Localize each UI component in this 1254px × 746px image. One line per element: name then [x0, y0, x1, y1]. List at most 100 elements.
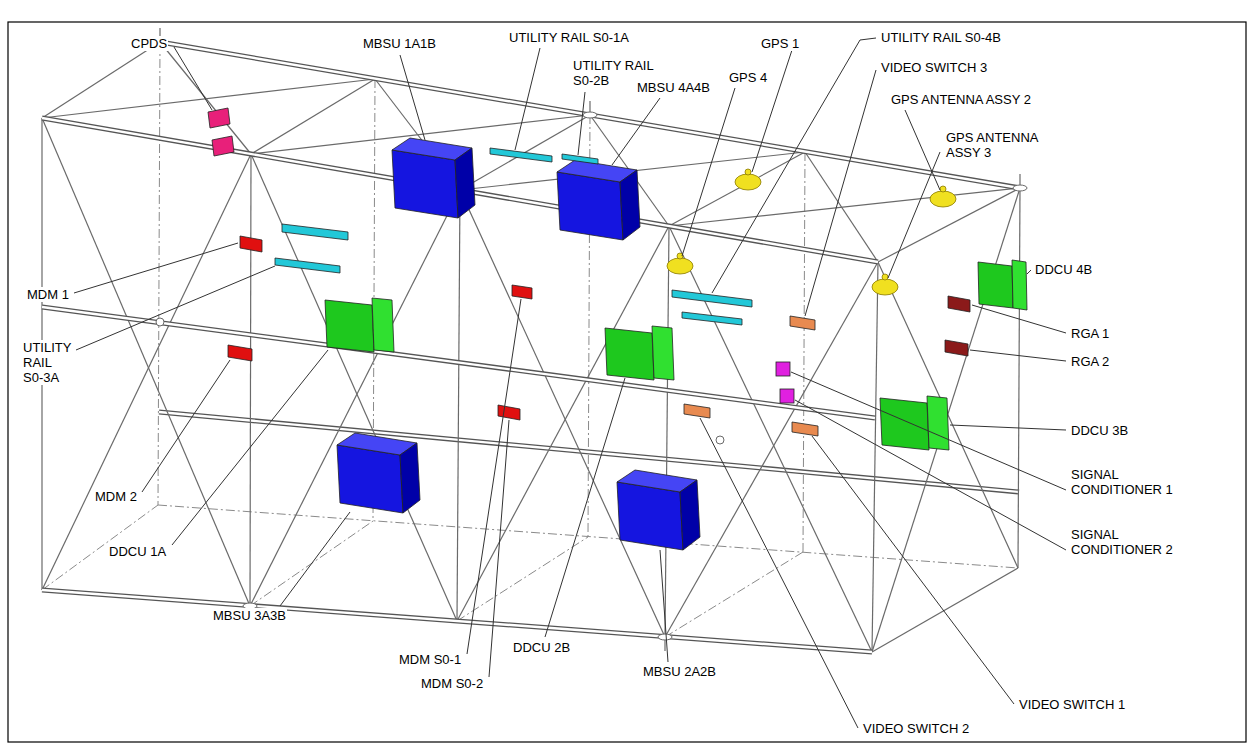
truss-member [158, 42, 160, 505]
mdm-box [512, 285, 532, 299]
leader-line [950, 425, 1066, 430]
truss-node [658, 634, 672, 640]
leader-line [400, 55, 425, 140]
gps-antenna [667, 258, 693, 274]
leader-lines [74, 38, 1066, 728]
truss-member [878, 262, 1018, 568]
truss-member [665, 262, 878, 637]
leader-line [280, 512, 350, 606]
leader-line [545, 378, 625, 637]
leader-line [660, 550, 668, 662]
mdm-box [498, 405, 520, 420]
part-label: MDM 2 [94, 489, 138, 504]
gps-antenna [940, 186, 946, 192]
truss-member [665, 226, 669, 637]
truss-hub [716, 436, 724, 444]
truss-longeron [160, 42, 1020, 188]
truss-structure [42, 28, 1027, 652]
part-label: SIGNAL CONDITIONER 2 [1070, 527, 1197, 557]
truss-member [457, 190, 460, 621]
truss-member [250, 190, 460, 606]
part-label: GPS 4 [728, 70, 768, 85]
leader-line [1027, 270, 1031, 274]
part-label: RGA 2 [1070, 354, 1110, 369]
gps-antenna [930, 191, 956, 207]
part-label: VIDEO SWITCH 1 [1018, 697, 1126, 712]
leader-line [791, 372, 1066, 490]
ddcu-box [927, 396, 949, 450]
part-label: DDCU 4B [1034, 262, 1093, 277]
leader-line [888, 152, 940, 278]
truss-member [460, 190, 665, 637]
leader-line [74, 243, 238, 293]
part-label: MDM 1 [26, 287, 70, 302]
truss-longeron [42, 307, 875, 418]
mbsu-box [680, 480, 700, 550]
leader-line [905, 110, 940, 190]
part-label: GPS ANTENNA ASSY 3 [945, 130, 1047, 160]
truss-member [665, 552, 803, 637]
utility-rail [562, 154, 598, 164]
truss-member [42, 118, 250, 606]
leader-line [174, 47, 212, 110]
gps-antenna [872, 279, 898, 295]
ddcu-box [605, 328, 654, 380]
ddcu-box [652, 326, 674, 380]
components [208, 108, 1027, 550]
part-label: RGA 1 [1070, 326, 1110, 341]
leader-line [612, 98, 660, 165]
truss-longeron [42, 307, 875, 418]
mdm-box [228, 345, 252, 361]
utility-rail [282, 224, 348, 240]
part-label: MBSU 2A2B [642, 664, 717, 679]
ddcu-box [978, 262, 1013, 308]
truss-member [805, 152, 878, 262]
signal-conditioner [780, 389, 794, 403]
truss-node [1013, 185, 1027, 191]
leader-line [970, 350, 1066, 361]
cpds-unit [212, 136, 234, 156]
leader-line [812, 436, 1014, 704]
leader-line [76, 266, 275, 350]
mbsu-box [620, 170, 640, 240]
truss-member [872, 188, 1020, 652]
truss-member [160, 42, 251, 154]
part-label: VIDEO SWITCH 2 [862, 721, 970, 736]
truss-member [42, 154, 251, 590]
gps-antenna [735, 174, 761, 190]
video-switch [792, 422, 818, 436]
leader-line [515, 48, 540, 150]
cpds-unit [208, 108, 230, 128]
truss-member [872, 262, 878, 652]
part-label: MBSU 4A4B [636, 80, 711, 95]
mbsu-box [337, 445, 403, 513]
leader-line [489, 420, 509, 677]
video-switch [790, 316, 815, 330]
truss-member [669, 152, 805, 226]
part-label: MDM S0-1 [398, 652, 462, 667]
leader-line [682, 88, 735, 256]
part-label: UTILITY RAIL S0-3A [22, 340, 72, 385]
ddcu-box [372, 298, 394, 352]
truss-member [250, 154, 251, 606]
truss-member [251, 79, 375, 154]
leader-line [752, 50, 792, 172]
truss-member [457, 537, 588, 621]
truss-longeron [42, 590, 872, 652]
rga-unit [945, 340, 968, 356]
ddcu-box [880, 398, 929, 450]
mbsu-box [617, 482, 683, 550]
part-label: DDCU 1A [108, 544, 167, 559]
part-label: VIDEO SWITCH 3 [880, 60, 988, 75]
utility-rail [682, 312, 742, 325]
part-label: MDM S0-2 [420, 676, 484, 691]
truss-longeron [42, 118, 878, 262]
leader-line [467, 299, 521, 654]
ddcu-box [325, 300, 374, 352]
mbsu-box [557, 172, 623, 240]
gps-antenna [882, 274, 888, 280]
video-switch [684, 404, 710, 418]
part-label: DDCU 3B [1070, 423, 1129, 438]
